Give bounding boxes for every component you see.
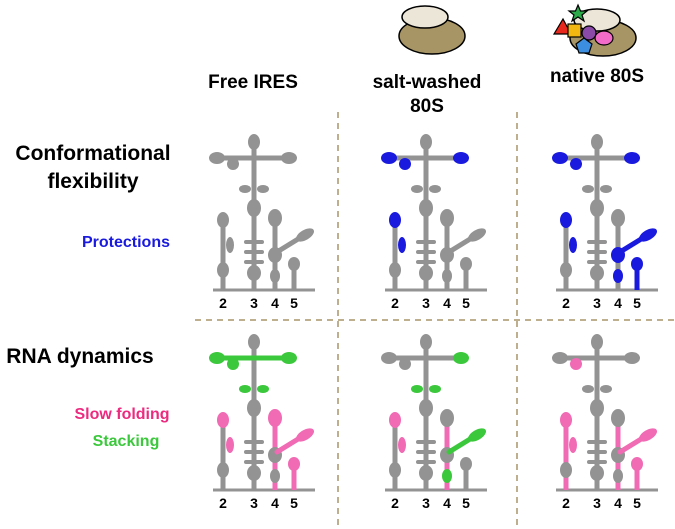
domain-label: 4 [271, 495, 279, 511]
ribosome-with-factors-icon [552, 3, 637, 57]
legend-protections: Protections [82, 234, 170, 251]
domain-label: 2 [391, 295, 399, 311]
domain-label: 2 [219, 295, 227, 311]
triangle-factor-icon [552, 17, 572, 35]
square-factor-icon [567, 23, 582, 38]
domain-label: 5 [462, 495, 470, 511]
legend-stacking: Stacking [93, 433, 160, 450]
legend-slow-folding: Slow folding [74, 406, 169, 423]
domain-label: 3 [250, 495, 258, 511]
domain-label: 3 [593, 495, 601, 511]
domain-label: 5 [462, 295, 470, 311]
domain-label: 3 [422, 495, 430, 511]
domain-label: 5 [290, 295, 298, 311]
domain-label: 4 [443, 495, 451, 511]
domain-label: 2 [219, 495, 227, 511]
column-header-free-ires: Free IRES [208, 72, 298, 93]
grid-dividers [195, 112, 675, 529]
ribosome-icon [398, 5, 466, 55]
domain-label: 2 [562, 295, 570, 311]
domain-label: 5 [633, 495, 641, 511]
domain-label: 3 [250, 295, 258, 311]
column-header-native-80s: native 80S [550, 66, 644, 87]
domain-label: 4 [271, 295, 279, 311]
domain-label: 4 [443, 295, 451, 311]
domain-label: 3 [593, 295, 601, 311]
purple-factor-icon [581, 25, 597, 41]
domain-label: 2 [391, 495, 399, 511]
pentagon-factor-icon [575, 37, 593, 54]
domain-label: 4 [614, 495, 622, 511]
domain-label: 5 [633, 295, 641, 311]
domain-label: 2 [562, 495, 570, 511]
domain-label: 4 [614, 295, 622, 311]
domain-label: 5 [290, 495, 298, 511]
star-factor-icon [567, 3, 589, 23]
pink-factor-icon [594, 30, 614, 46]
row-header-rna-dynamics: RNA dynamics [6, 345, 153, 368]
domain-label: 3 [422, 295, 430, 311]
